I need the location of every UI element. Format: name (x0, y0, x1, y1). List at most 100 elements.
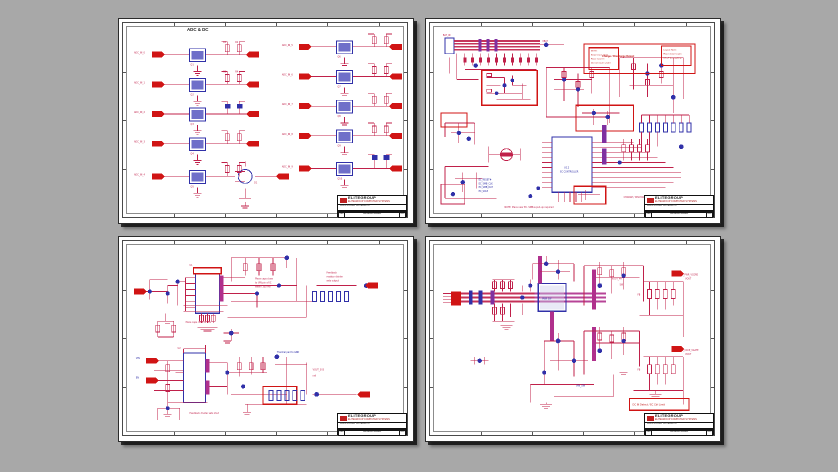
svg-text:Layout Note:: Layout Note: (663, 49, 677, 52)
svg-text:FB: FB (638, 369, 641, 372)
title-block-size: Size (339, 212, 344, 217)
title-block-project: MAIN BOARD SCHEMATIC (645, 422, 713, 429)
schematic-drawing-4[interactable]: PWR SW (435, 246, 709, 430)
svg-text:VOUT_3V3: VOUT_3V3 (313, 369, 325, 372)
title-block-docnumber: Document Number (652, 212, 706, 217)
svg-text:Q5: Q5 (191, 185, 195, 188)
title-block-tagline: ELITEGROUP COMPUTER SYSTEMS (655, 418, 697, 422)
svg-text:Thermal pad to GND: Thermal pad to GND (277, 351, 300, 354)
svg-text:EC_RESET#: EC_RESET# (479, 178, 492, 181)
title-block-rev: Rev (707, 430, 712, 435)
svg-text:R2: R2 (235, 41, 239, 44)
title-block-1: ELITEGROUP ELITEGROUP COMPUTER SYSTEMS M… (337, 195, 407, 218)
title-block-docnumber: Document Number (652, 430, 706, 435)
drawing-frame (122, 22, 408, 218)
svg-text:0.1uF decoupling: 0.1uF decoupling (663, 58, 682, 60)
title-block-project: MAIN BOARD SCHEMATIC (645, 204, 713, 211)
schematic-page-2[interactable]: U12 EC CONTROLLER (425, 18, 721, 224)
svg-text:NOTE:: NOTE: (591, 51, 598, 53)
svg-text:EC_SCI#: EC_SCI# (479, 190, 489, 193)
svg-text:ADC_IN_0: ADC_IN_0 (134, 52, 146, 55)
title-block-brand: ELITEGROUP (655, 413, 684, 419)
schematic-page-1[interactable]: ADC & DC (118, 18, 414, 224)
sheet-title-1: ADC & DC (187, 27, 209, 32)
svg-text:SYS_VCCP_VGATE: SYS_VCCP_VGATE (679, 349, 699, 352)
title-block-rev: Rev (400, 430, 405, 435)
svg-text:ADC_IN_1: ADC_IN_1 (134, 81, 146, 84)
title-block-brand: ELITEGROUP (655, 195, 684, 201)
title-block-3: ELITEGROUP ELITEGROUP COMPUTER SYSTEMS M… (337, 413, 407, 436)
svg-text:ADC_IN_5: ADC_IN_5 (282, 44, 294, 47)
schematic-page-3[interactable]: U1 Place caps close to VIN U2 Feedback d… (118, 236, 414, 442)
svg-text:within 100 mil: within 100 mil (255, 286, 271, 289)
svg-text:Keep trace short: Keep trace short (591, 54, 608, 57)
svg-text:Q10: Q10 (337, 177, 342, 180)
annotation-label-charge-discharge: Charge / Discharge Detect (602, 55, 635, 58)
svg-text:to VIN pin of IC: to VIN pin of IC (255, 282, 272, 285)
svg-text:Feedback: Feedback (327, 272, 338, 275)
svg-text:Q4: Q4 (191, 153, 195, 156)
svg-text:ADC_IN_9: ADC_IN_9 (282, 165, 294, 168)
elitegroup-logo-icon (647, 415, 654, 421)
svg-text:FB: FB (638, 293, 641, 296)
svg-text:EC_SMB_CLK: EC_SMB_CLK (479, 182, 494, 185)
svg-text:ADC_IN_2: ADC_IN_2 (134, 111, 146, 114)
svg-text:EC_SMB_DAT: EC_SMB_DAT (479, 186, 494, 189)
title-block-size: Size (339, 430, 344, 435)
schematic-page-4[interactable]: PWR SW (425, 236, 721, 442)
svg-text:Q2: Q2 (191, 93, 195, 96)
drawing-frame (122, 240, 408, 436)
title-block-rev: Rev (400, 212, 405, 217)
svg-text:ADC_IN_3: ADC_IN_3 (134, 141, 146, 144)
title-block-size: Size (646, 212, 651, 217)
title-block-4: ELITEGROUP ELITEGROUP COMPUTER SYSTEMS M… (644, 413, 714, 436)
svg-text:EC CONTROLLER: EC CONTROLLER (560, 170, 579, 173)
svg-text:SW: SW (620, 284, 624, 287)
svg-text:Q7: Q7 (337, 85, 341, 88)
svg-text:EN: EN (136, 377, 139, 380)
title-block-rev: Rev (707, 212, 712, 217)
svg-text:U2: U2 (178, 347, 182, 350)
svg-text:D1: D1 (254, 181, 258, 184)
svg-text:ADC_IN_6: ADC_IN_6 (282, 73, 294, 76)
title-block-brand: ELITEGROUP (348, 413, 377, 419)
svg-text:SYS_PWR_VCORE: SYS_PWR_VCORE (679, 274, 698, 277)
svg-text:ADC_IN_8: ADC_IN_8 (282, 133, 294, 136)
elitegroup-logo-icon (647, 197, 654, 203)
svg-text:DC IN Detect / EC Ctrl Limit: DC IN Detect / EC Ctrl Limit (633, 403, 665, 406)
svg-text:resistor divider: resistor divider (327, 276, 343, 279)
svg-text:VOUT: VOUT (685, 278, 692, 281)
svg-text:U12: U12 (564, 165, 570, 169)
svg-text:ADC_IN_4: ADC_IN_4 (134, 173, 146, 176)
title-block-size: Size (646, 430, 651, 435)
title-block-project: MAIN BOARD SCHEMATIC (338, 422, 406, 429)
elitegroup-logo-icon (340, 197, 347, 203)
svg-text:BAT_IN: BAT_IN (443, 34, 451, 37)
svg-text:ADC_IN_7: ADC_IN_7 (282, 103, 294, 106)
schematic-drawing-2[interactable]: U12 EC CONTROLLER (435, 28, 709, 212)
svg-text:Q3: Q3 (191, 123, 195, 126)
svg-text:Do not route under: Do not route under (591, 62, 611, 65)
svg-text:R3: R3 (223, 71, 227, 74)
svg-text:VBAT: VBAT (542, 40, 548, 43)
svg-text:Q1: Q1 (191, 64, 195, 67)
schematic-drawing-3[interactable]: U1 Place caps close to VIN U2 Feedback d… (128, 246, 402, 430)
svg-text:Q8: Q8 (337, 115, 341, 118)
title-block-tagline: ELITEGROUP COMPUTER SYSTEMS (655, 200, 697, 204)
svg-text:Q9: Q9 (337, 145, 341, 148)
svg-text:CHARGE / DISCHARGE DETECT CKT: CHARGE / DISCHARGE DETECT CKT (624, 196, 663, 199)
svg-text:sets output: sets output (327, 280, 339, 283)
svg-text:VIN_SW: VIN_SW (576, 384, 586, 387)
svg-text:R4: R4 (235, 71, 239, 74)
svg-text:Place caps close: Place caps close (255, 278, 273, 281)
title-block-docnumber: Document Number (345, 212, 399, 217)
title-block-brand: ELITEGROUP (348, 195, 377, 201)
title-block-tagline: ELITEGROUP COMPUTER SYSTEMS (348, 418, 390, 422)
elitegroup-logo-icon (340, 415, 347, 421)
svg-text:Place close to pin: Place close to pin (663, 53, 682, 56)
svg-text:rail: rail (313, 375, 317, 378)
title-block-docnumber: Document Number (345, 430, 399, 435)
svg-text:VOUT: VOUT (685, 353, 692, 356)
